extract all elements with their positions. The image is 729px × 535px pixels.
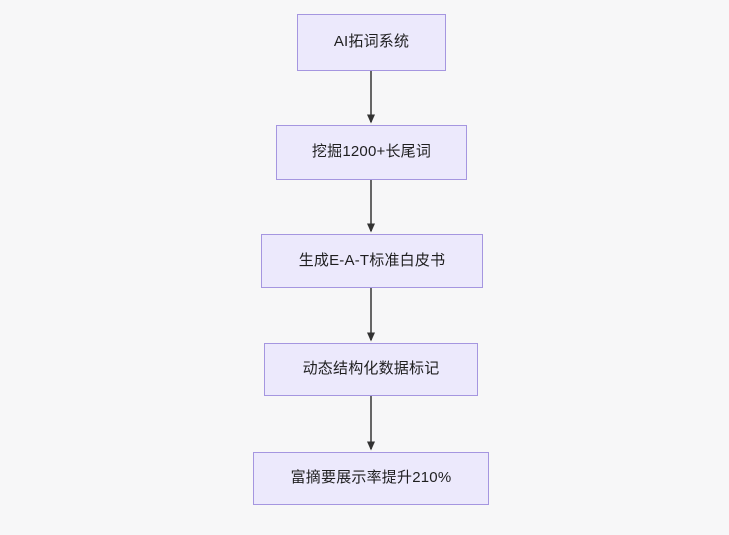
flow-node-ai-keyword-system[interactable]: AI拓词系统	[297, 14, 446, 71]
flow-node-dynamic-structured-data-markup[interactable]: 动态结构化数据标记	[264, 343, 478, 396]
flow-node-label: 富摘要展示率提升210%	[290, 469, 452, 487]
flow-node-label: 生成E-A-T标准白皮书	[298, 251, 446, 269]
flow-node-label: AI拓词系统	[333, 33, 410, 51]
flow-node-label: 挖掘1200+长尾词	[311, 143, 432, 161]
flow-node-label: 动态结构化数据标记	[302, 360, 440, 378]
flow-node-mine-longtail-keywords[interactable]: 挖掘1200+长尾词	[276, 125, 467, 180]
flow-node-generate-eat-whitepaper[interactable]: 生成E-A-T标准白皮书	[261, 234, 483, 288]
flow-node-rich-snippet-rate-increase[interactable]: 富摘要展示率提升210%	[253, 452, 489, 505]
